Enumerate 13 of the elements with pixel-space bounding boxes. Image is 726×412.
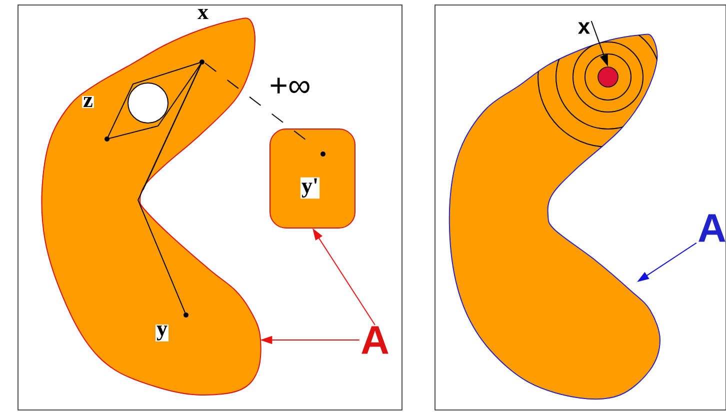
letter-label: A — [362, 326, 388, 354]
letter-label: A — [698, 214, 726, 242]
dot — [598, 66, 618, 88]
point-label: z — [82, 96, 94, 108]
point-label: +∞ — [270, 78, 310, 94]
letter-label: x — [578, 22, 590, 34]
crescent-shape — [448, 34, 660, 400]
point-label: y' — [300, 177, 320, 199]
point-label: x — [196, 8, 210, 20]
panel-frame — [18, 4, 402, 410]
rounded-square — [270, 128, 356, 228]
point-label: y — [156, 324, 168, 342]
crescent-shape — [41, 18, 262, 396]
